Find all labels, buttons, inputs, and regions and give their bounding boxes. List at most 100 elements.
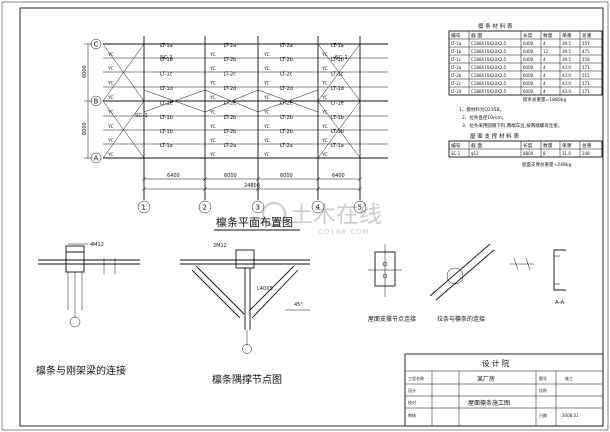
purlin-label: LT-2c: [224, 72, 237, 78]
dim-ticks: [141, 176, 363, 192]
purlin-label: LT-1d: [160, 86, 173, 92]
axis-number: 4: [316, 204, 321, 212]
purlin-label: LT-2d: [224, 86, 237, 92]
yc-label: YC: [321, 152, 328, 158]
axis-bubble-5: [353, 200, 367, 214]
table-cell: C180X70X20X2.5: [471, 41, 507, 46]
table-header-cell: 编号: [451, 142, 461, 149]
axis-label-b: B: [94, 98, 99, 106]
table-cell: 4: [543, 81, 546, 86]
brace-label: SC-1: [135, 113, 148, 119]
yc-label: YC: [321, 110, 328, 116]
title-block-value: 施工: [565, 375, 573, 381]
yc-label: YC: [209, 138, 216, 144]
project-name: 某厂房: [477, 375, 495, 383]
table-cell: LT-2b: [451, 73, 462, 78]
table-cell: 6000: [523, 73, 534, 78]
purlin-label: LT-1a: [160, 143, 173, 149]
title-block-value: 2008.01: [562, 413, 579, 418]
table-cell: 43.0: [562, 73, 571, 78]
axis-bubble-c: [90, 38, 102, 50]
bolt-label: 4M12: [90, 242, 104, 248]
yc-label: YC: [209, 95, 216, 101]
table-cell: 4: [543, 65, 546, 70]
yc-label: YC: [107, 152, 114, 158]
purlin-label: LT-1b: [331, 115, 344, 121]
purlin-label: LT-1b: [331, 57, 344, 63]
detail-purlin-to-rafter: 4M12 檩条与刚架梁的连接: [36, 242, 140, 377]
yc-label: YC: [263, 52, 270, 58]
title-block-label: 校对: [408, 399, 416, 405]
yc-label: YC: [263, 95, 270, 101]
table-cell: φ12: [471, 151, 479, 156]
yc-label: YC: [209, 152, 216, 158]
yc-label: YC: [209, 124, 216, 130]
watermark-logo: [261, 201, 287, 227]
yc-label: YC: [321, 66, 328, 72]
purlin-label: LT-2b: [224, 129, 237, 135]
detail3-title: 屋面支撑节点连接: [368, 315, 416, 323]
table-header-cell: 编号: [451, 32, 461, 39]
table-cell: 31.0: [562, 151, 571, 156]
angle-text: 45°: [294, 302, 303, 308]
table-cell: 515: [582, 73, 590, 78]
table-cell: 39.5: [562, 57, 571, 62]
brace-label: SC-1: [160, 55, 173, 61]
table-cell: LT-2d: [451, 89, 462, 94]
purlin-label: LT-1c: [160, 72, 173, 78]
bay-dim: 6400: [332, 173, 345, 179]
purlin-label: LT-2d: [280, 86, 293, 92]
purlin-label: LT-1a: [331, 43, 344, 49]
bay-dim: 6400: [167, 173, 180, 179]
roof-bracing: [102, 43, 361, 159]
table-cell: C180X70X20X2.5: [471, 81, 507, 86]
table-cell: 39.5: [562, 41, 571, 46]
table-cell: SC-1: [451, 151, 461, 156]
span-dim-lower: 6000: [82, 122, 88, 135]
section-a-a: A-A: [553, 249, 566, 306]
purlin-label: LT-1a: [331, 143, 344, 149]
axis-number: 3: [256, 204, 260, 212]
yc-label: YC: [321, 81, 328, 87]
yc-label: YC: [321, 124, 328, 130]
table-cell: 43.0: [562, 81, 571, 86]
table-cell: LT-1c: [451, 57, 461, 62]
axis-bubble-b: [90, 95, 102, 107]
table-cell: 4: [543, 41, 546, 46]
purlin-label: LT-2b: [280, 115, 293, 121]
table-cell: 4: [543, 73, 546, 78]
detail-brace-connection: 屋面支撑节点连接: [368, 244, 416, 323]
table-cell: C180X70X20X2.5: [471, 65, 507, 70]
table-cell: 6000: [523, 89, 534, 94]
axis-bubble-1: [137, 200, 151, 214]
table-cell: 39.5: [562, 49, 571, 54]
table-cell: LT-1b: [451, 49, 462, 54]
purlin-label: LT-2b: [280, 129, 293, 135]
section-label: A-A: [555, 300, 565, 306]
table-cell: 248: [582, 151, 590, 156]
purlin-label: LT-1c: [331, 72, 344, 78]
watermark: 土木在线 CO188.COM: [261, 201, 382, 236]
table-cell: 158: [582, 57, 590, 62]
purlin-label: LT-1b: [160, 57, 173, 63]
purlin-label: LT-2e: [224, 101, 237, 107]
yc-label: YC: [107, 81, 114, 87]
yc-label: YC: [321, 138, 328, 144]
watermark-text: 土木在线: [290, 202, 382, 228]
table-cell: 6000: [523, 65, 534, 70]
table-header-cell: 截 面: [471, 142, 482, 149]
yc-label: YC: [209, 52, 216, 58]
title-block-header: 设 计 院: [482, 358, 510, 368]
table-cell: C180X70X20X2.5: [471, 73, 507, 78]
purlin-label: LT-1b: [160, 129, 173, 135]
brace-label: SC-1: [335, 55, 348, 61]
yc-label: YC: [107, 52, 114, 58]
purlin-label: LT-1b: [331, 129, 344, 135]
table-cell: LT-2a: [451, 65, 462, 70]
inner-frame: [19, 7, 604, 427]
